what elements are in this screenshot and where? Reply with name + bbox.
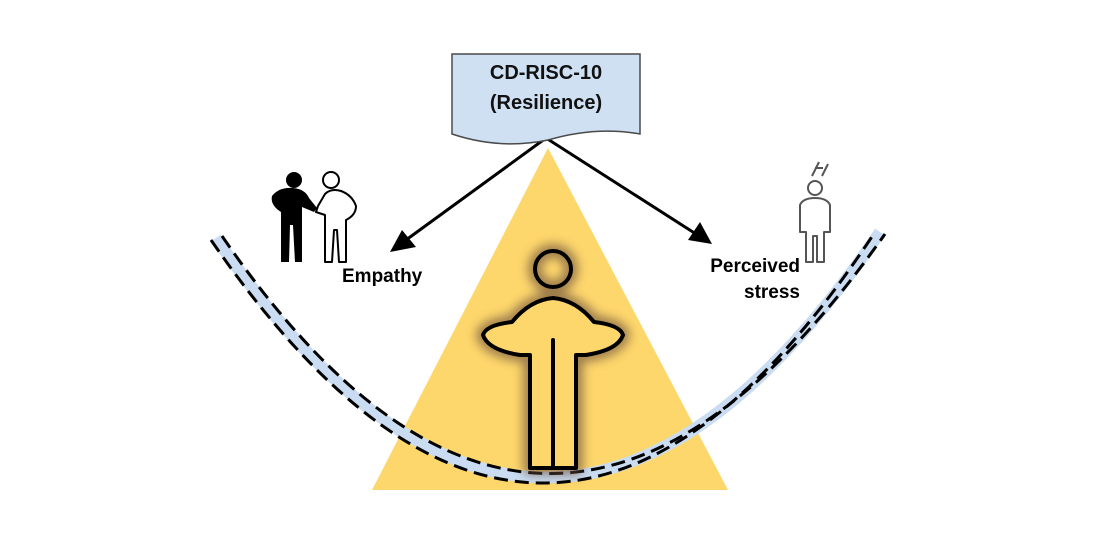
balanced-person-icon	[476, 244, 630, 475]
arrow-to-stress	[545, 136, 712, 244]
box-subtitle: (Resilience)	[489, 92, 603, 114]
empathy-label: Empathy	[342, 266, 423, 287]
cd-risc-box-label: CD-RISC-10 (Resilience)	[452, 58, 640, 118]
stressed-person-icon	[799, 161, 831, 263]
perceived-stress-label: Perceived stress	[710, 256, 800, 303]
arrow-to-empathy	[390, 136, 547, 252]
box-title: CD-RISC-10	[489, 62, 603, 84]
cd-risc-box	[451, 53, 641, 145]
empathy-people-icon	[271, 171, 357, 263]
